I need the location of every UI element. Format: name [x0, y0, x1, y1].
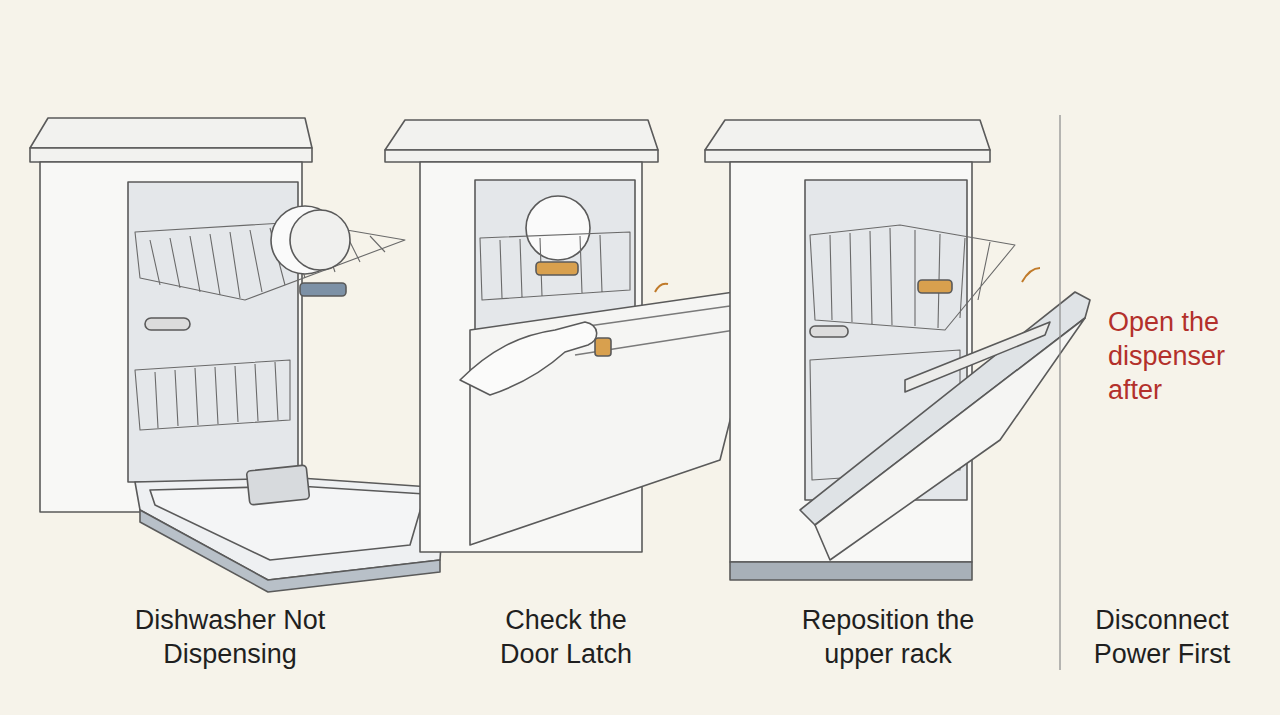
rail: [810, 326, 848, 337]
rack-handle: [300, 283, 346, 296]
rack-frame: [135, 360, 290, 430]
door: [815, 318, 1085, 560]
arrow: [1022, 268, 1040, 282]
step-caption: Dishwasher Not Dispensing: [115, 603, 345, 671]
kickplate: [730, 562, 972, 580]
rack-wires: [155, 362, 278, 428]
lower-rack: [135, 360, 290, 430]
dishwasher-open: [30, 118, 445, 592]
countertop: [385, 120, 658, 150]
door-edge: [800, 292, 1090, 525]
note-label: Open the dispenser after: [1108, 305, 1248, 407]
rack-frame: [135, 222, 405, 300]
rack-handle: [918, 280, 952, 293]
upper-rack: [480, 232, 630, 300]
door-edge: [140, 510, 440, 592]
cabinet: [40, 162, 302, 512]
step-caption: Reposition the upper rack: [773, 603, 1003, 671]
rack-handle: [536, 262, 578, 275]
dishwasher-rack: [705, 120, 1090, 580]
door: [470, 290, 760, 545]
hand: [460, 322, 597, 395]
countertop: [705, 120, 990, 150]
plate: [290, 210, 350, 270]
upper-rack: [135, 222, 405, 300]
divider: [1059, 115, 1060, 670]
dishwasher-latch: [385, 120, 760, 552]
countertop: [30, 118, 312, 148]
step-caption: Check the Door Latch: [486, 603, 646, 671]
upper-rack: [810, 225, 1015, 330]
dispenser: [246, 465, 309, 505]
countertop-edge: [385, 150, 658, 162]
door-handle: [905, 322, 1050, 392]
countertop-edge: [30, 148, 312, 162]
step-caption: Disconnect Power First: [1072, 603, 1252, 671]
rail: [145, 318, 190, 330]
countertop-edge: [705, 150, 990, 162]
latch: [595, 338, 611, 356]
arrow: [655, 284, 668, 292]
